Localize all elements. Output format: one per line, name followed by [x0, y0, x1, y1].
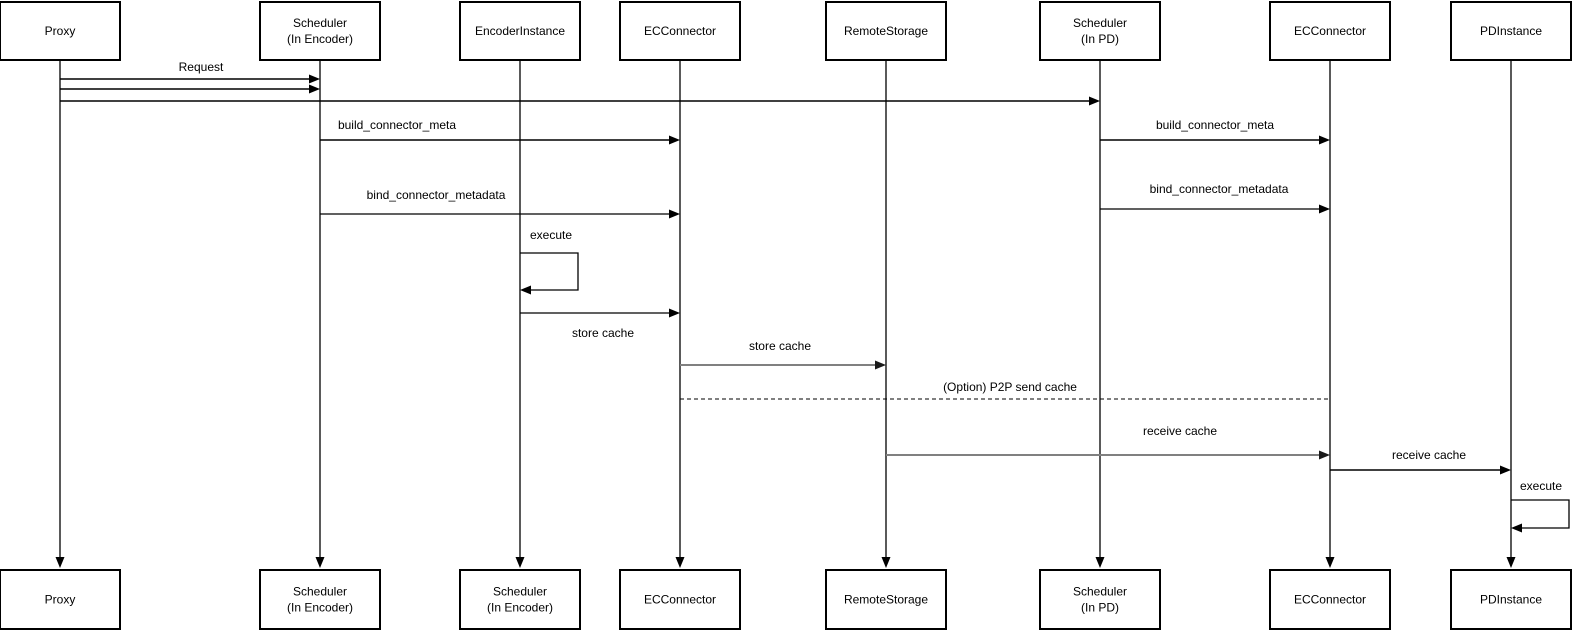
actor-top-box	[825, 1, 947, 61]
message-label: bind_connector_metadata	[1150, 182, 1289, 196]
arrowhead-icon	[1319, 135, 1330, 145]
message-label: bind_connector_metadata	[367, 188, 506, 202]
actor-bottom-box	[0, 569, 121, 630]
message-label: store cache	[572, 326, 634, 340]
actor-label: PDInstance	[1480, 24, 1542, 38]
arrowhead-icon	[1319, 204, 1330, 214]
arrowhead-icon	[1506, 557, 1516, 568]
message-label: Request	[179, 60, 224, 74]
message-label: store cache	[749, 339, 811, 353]
actor-scheduler-in-encoder: Scheduler(In Encoder) Scheduler(In Encode…	[259, 1, 381, 630]
message-label: receive cache	[1392, 448, 1466, 462]
actor-label: Scheduler(In PD)	[1073, 585, 1127, 615]
actor-top-box	[1039, 1, 1161, 61]
arrowhead-icon	[875, 360, 886, 370]
message-store-cache: store cache	[680, 339, 886, 370]
arrowhead-icon	[55, 557, 65, 568]
arrowhead-icon	[520, 285, 531, 295]
message-bind-connector-metadata: bind_connector_metadata	[1100, 182, 1330, 214]
actor-top-box	[0, 1, 121, 61]
actor-label: Scheduler(In Encoder)	[287, 16, 353, 46]
message-build-connector-meta: build_connector_meta	[320, 118, 680, 145]
actor-bottom-box	[259, 569, 381, 630]
self-message-line	[520, 252, 579, 291]
actor-scheduler-in-pd: Scheduler(In PD) Scheduler(In PD)	[1039, 1, 1161, 630]
actor-label: ECConnector	[1294, 24, 1366, 38]
message-build-connector-meta: build_connector_meta	[1100, 118, 1330, 145]
message-receive-cache: receive cache	[1330, 448, 1511, 475]
actor-label: Proxy	[45, 593, 76, 607]
message-label: (Option) P2P send cache	[943, 380, 1077, 394]
message-receive-cache: receive cache	[886, 424, 1330, 460]
arrowhead-icon	[1095, 557, 1105, 568]
message-unlabeled	[60, 96, 1100, 106]
actor-label: ECConnector	[1294, 593, 1366, 607]
arrowhead-icon	[669, 209, 680, 219]
actor-label: RemoteStorage	[844, 593, 928, 607]
arrowhead-icon	[675, 557, 685, 568]
actor-label: ECConnector	[644, 593, 716, 607]
actor-bottom-box	[1450, 569, 1572, 630]
actor-top-box	[459, 1, 581, 61]
arrowhead-icon	[315, 557, 325, 568]
actor-top-box	[619, 1, 741, 61]
message-unlabeled	[60, 84, 320, 94]
actor-label: RemoteStorage	[844, 24, 928, 38]
actor-label: Scheduler(In Encoder)	[487, 585, 553, 615]
message-label: receive cache	[1143, 424, 1217, 438]
actor-top-box	[1269, 1, 1391, 61]
message-request: Request	[60, 60, 320, 84]
arrowhead-icon	[881, 557, 891, 568]
arrowhead-icon	[1325, 557, 1335, 568]
arrowhead-icon	[669, 135, 680, 145]
actor-bottom-box	[619, 569, 741, 630]
actor-bottom-box	[825, 569, 947, 630]
actor-top-box	[259, 1, 381, 61]
actor-label: Scheduler(In Encoder)	[287, 585, 353, 615]
arrowhead-icon	[515, 557, 525, 568]
arrowhead-icon	[1089, 96, 1100, 106]
actor-label: ECConnector	[644, 24, 716, 38]
self-message-line	[1511, 499, 1570, 529]
actor-top-box	[1450, 1, 1572, 61]
self-message-label: execute	[1520, 479, 1562, 493]
arrowhead-icon	[1511, 523, 1522, 533]
arrowhead-icon	[669, 308, 680, 318]
actor-label: EncoderInstance	[475, 24, 565, 38]
actor-label: Scheduler(In PD)	[1073, 16, 1127, 46]
message-bind-connector-metadata: bind_connector_metadata	[320, 188, 680, 219]
actor-bottom-box	[459, 569, 581, 630]
message-store-cache: store cache	[520, 308, 680, 340]
arrowhead-icon	[309, 74, 320, 84]
arrowhead-icon	[1319, 450, 1330, 460]
arrowhead-icon	[1500, 465, 1511, 475]
self-message-execute: execute	[1511, 479, 1570, 533]
actor-label: PDInstance	[1480, 593, 1542, 607]
actor-bottom-box	[1039, 569, 1161, 630]
message-label: build_connector_meta	[338, 118, 456, 132]
message-option-p2p-send-cache: (Option) P2P send cache	[680, 380, 1330, 400]
self-message-execute: execute	[520, 228, 579, 295]
message-label: build_connector_meta	[1156, 118, 1274, 132]
self-message-label: execute	[530, 228, 572, 242]
actor-bottom-box	[1269, 569, 1391, 630]
actor-label: Proxy	[45, 24, 76, 38]
arrowhead-icon	[309, 84, 320, 94]
